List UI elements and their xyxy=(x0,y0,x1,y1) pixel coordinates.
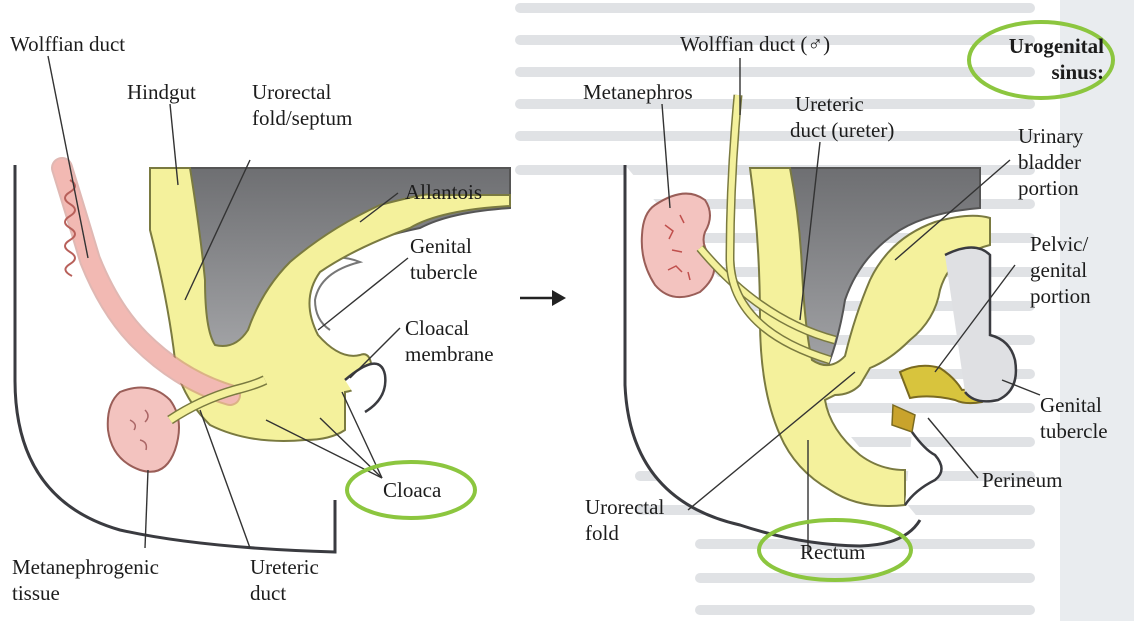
label-rectum: Rectum xyxy=(800,540,865,564)
label-urogenital-sinus-line2: sinus: xyxy=(974,60,1104,84)
label-ureteric-duct-line2: duct xyxy=(250,581,286,605)
label-hindgut: Hindgut xyxy=(127,80,196,104)
label-urorectal-line2: fold/septum xyxy=(252,106,352,130)
label-metanephros: Metanephros xyxy=(583,80,693,104)
label-genital-tubercle-line1: Genital xyxy=(410,234,472,258)
label-pelvic-genital-line1: Pelvic/ xyxy=(1030,232,1088,256)
label-urogenital-sinus-line1: Urogenital xyxy=(974,34,1104,58)
label-ureteric-duct-line1: Ureteric xyxy=(250,555,319,579)
label-metanephrogenic-line1: Metanephrogenic xyxy=(12,555,159,579)
label-urorectal-fold-line2: fold xyxy=(585,521,619,545)
label-urorectal-line1: Urorectal xyxy=(252,80,331,104)
label-allantois: Allantois xyxy=(405,180,482,204)
label-urorectal-fold-line1: Urorectal xyxy=(585,495,664,519)
label-wolffian-duct: Wolffian duct xyxy=(10,32,125,56)
label-urinary-bladder-line1: Urinary xyxy=(1018,124,1083,148)
label-ureteric-line2: duct (ureter) xyxy=(790,118,894,142)
label-cloacal-membrane-line2: membrane xyxy=(405,342,494,366)
label-genital-tubercle-right-line2: tubercle xyxy=(1040,419,1108,443)
label-pelvic-genital-line2: genital xyxy=(1030,258,1087,282)
label-cloacal-membrane-line1: Cloacal xyxy=(405,316,469,340)
label-urinary-bladder-line3: portion xyxy=(1018,176,1079,200)
label-urinary-bladder-line2: bladder xyxy=(1018,150,1081,174)
label-perineum: Perineum xyxy=(982,468,1062,492)
label-metanephrogenic-line2: tissue xyxy=(12,581,60,605)
label-cloaca: Cloaca xyxy=(383,478,441,502)
label-genital-tubercle-line2: tubercle xyxy=(410,260,478,284)
label-ureteric-line1: Ureteric xyxy=(795,92,864,116)
transition-arrow xyxy=(520,290,566,306)
label-genital-tubercle-right-line1: Genital xyxy=(1040,393,1102,417)
label-wolffian-duct-male: Wolffian duct (♂) xyxy=(680,32,830,56)
label-pelvic-genital-line3: portion xyxy=(1030,284,1091,308)
